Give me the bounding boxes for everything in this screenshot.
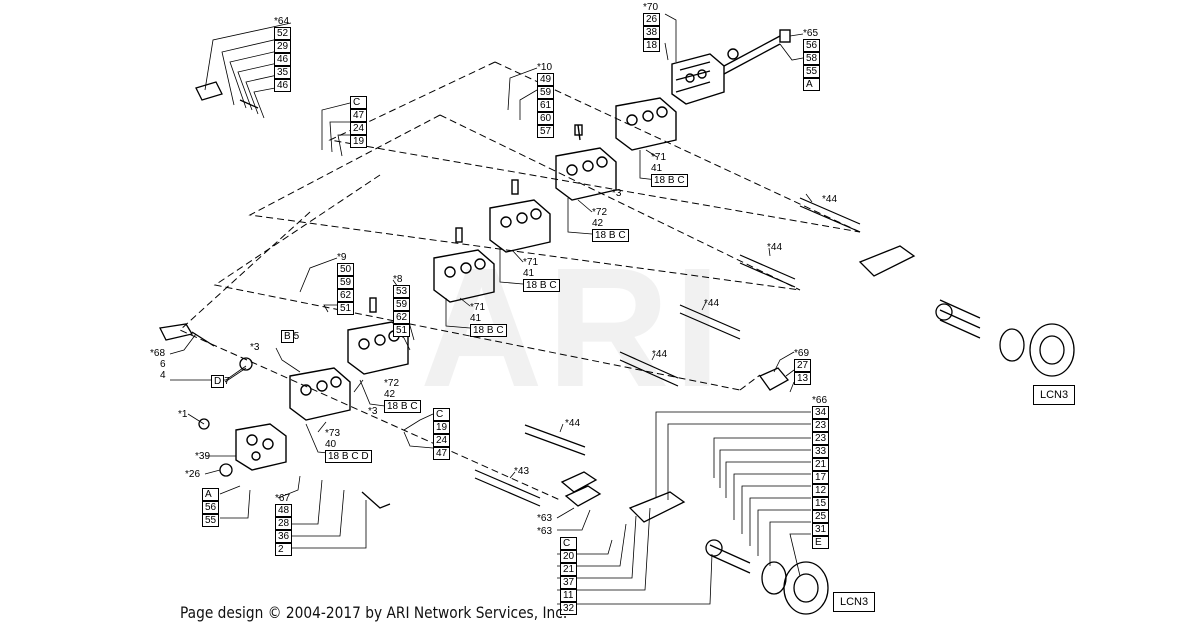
callout-group-top-left: *64 52 29 46 35 46 (274, 16, 292, 92)
callout-group-72a: *72 42 18 B C (592, 207, 629, 242)
valve-section-1 (671, 29, 791, 105)
callout-group-73: *73 40 18 B C D (325, 428, 372, 463)
valve-section-5 (433, 227, 495, 303)
callout-group-72b: *72 42 18 B C (384, 378, 421, 413)
callout-group-c-bottom: C 20 21 37 11 32 (560, 537, 578, 615)
callout-44b: *44 (767, 242, 783, 253)
callout-group-8: *8 53 59 62 51 (393, 274, 411, 337)
leader-lines (169, 13, 813, 605)
valve-section-7 (289, 367, 351, 421)
callout-group-67: *67 48 28 36 2 (275, 493, 293, 556)
lcn3-reference-lower[interactable]: LCN3 (833, 592, 876, 612)
valve-section-4 (489, 179, 551, 253)
callout-group-65: *65 56 58 55 A (803, 28, 821, 91)
callout-26: *26 (185, 469, 201, 480)
lcn3-reference-upper[interactable]: LCN3 (1033, 385, 1076, 405)
end-cover-inlet (235, 423, 287, 471)
callout-group-c-top: C 47 24 19 (350, 96, 368, 148)
callout-group-71a: *71 41 18 B C (651, 152, 688, 187)
callout-group-68: *68 6 4 (150, 348, 166, 381)
valve-section-2 (574, 97, 677, 151)
callout-3b: *3 (250, 342, 260, 353)
callout-3a: *3 (612, 188, 622, 199)
callout-group-a-bottom: A 56 55 (202, 488, 220, 527)
copyright-footer: Page design © 2004-2017 by ARI Network S… (180, 603, 568, 622)
callout-44e: *44 (565, 418, 581, 429)
callout-3c: *3 (368, 406, 378, 417)
callout-group-c-mid: C 19 24 47 (433, 408, 451, 460)
right-assemblies (560, 245, 1075, 615)
spools (474, 197, 861, 507)
callout-44a: *44 (822, 194, 838, 205)
callout-63b: *63 (537, 526, 553, 537)
callout-group-71c: *71 41 18 B C (470, 302, 507, 337)
callout-39: *39 (195, 451, 211, 462)
callout-63a: *63 (537, 513, 553, 524)
callout-44d: *44 (652, 349, 668, 360)
callout-group-70: *70 26 38 18 (643, 2, 661, 52)
callout-group-9: *9 50 59 62 51 (337, 252, 355, 315)
callout-group-71b: *71 41 18 B C (523, 257, 560, 292)
callout-group-66: *66 34 23 23 33 21 17 12 15 25 31 E (812, 395, 830, 549)
valve-section-3 (555, 147, 617, 201)
callout-44c: *44 (704, 298, 720, 309)
ari-watermark: ARI (420, 233, 725, 423)
callout-group-10: *10 49 59 61 60 57 (537, 62, 555, 138)
callout-43: *43 (514, 466, 530, 477)
callout-1: *1 (178, 409, 188, 420)
callout-group-69: *69 27 13 (794, 348, 812, 385)
